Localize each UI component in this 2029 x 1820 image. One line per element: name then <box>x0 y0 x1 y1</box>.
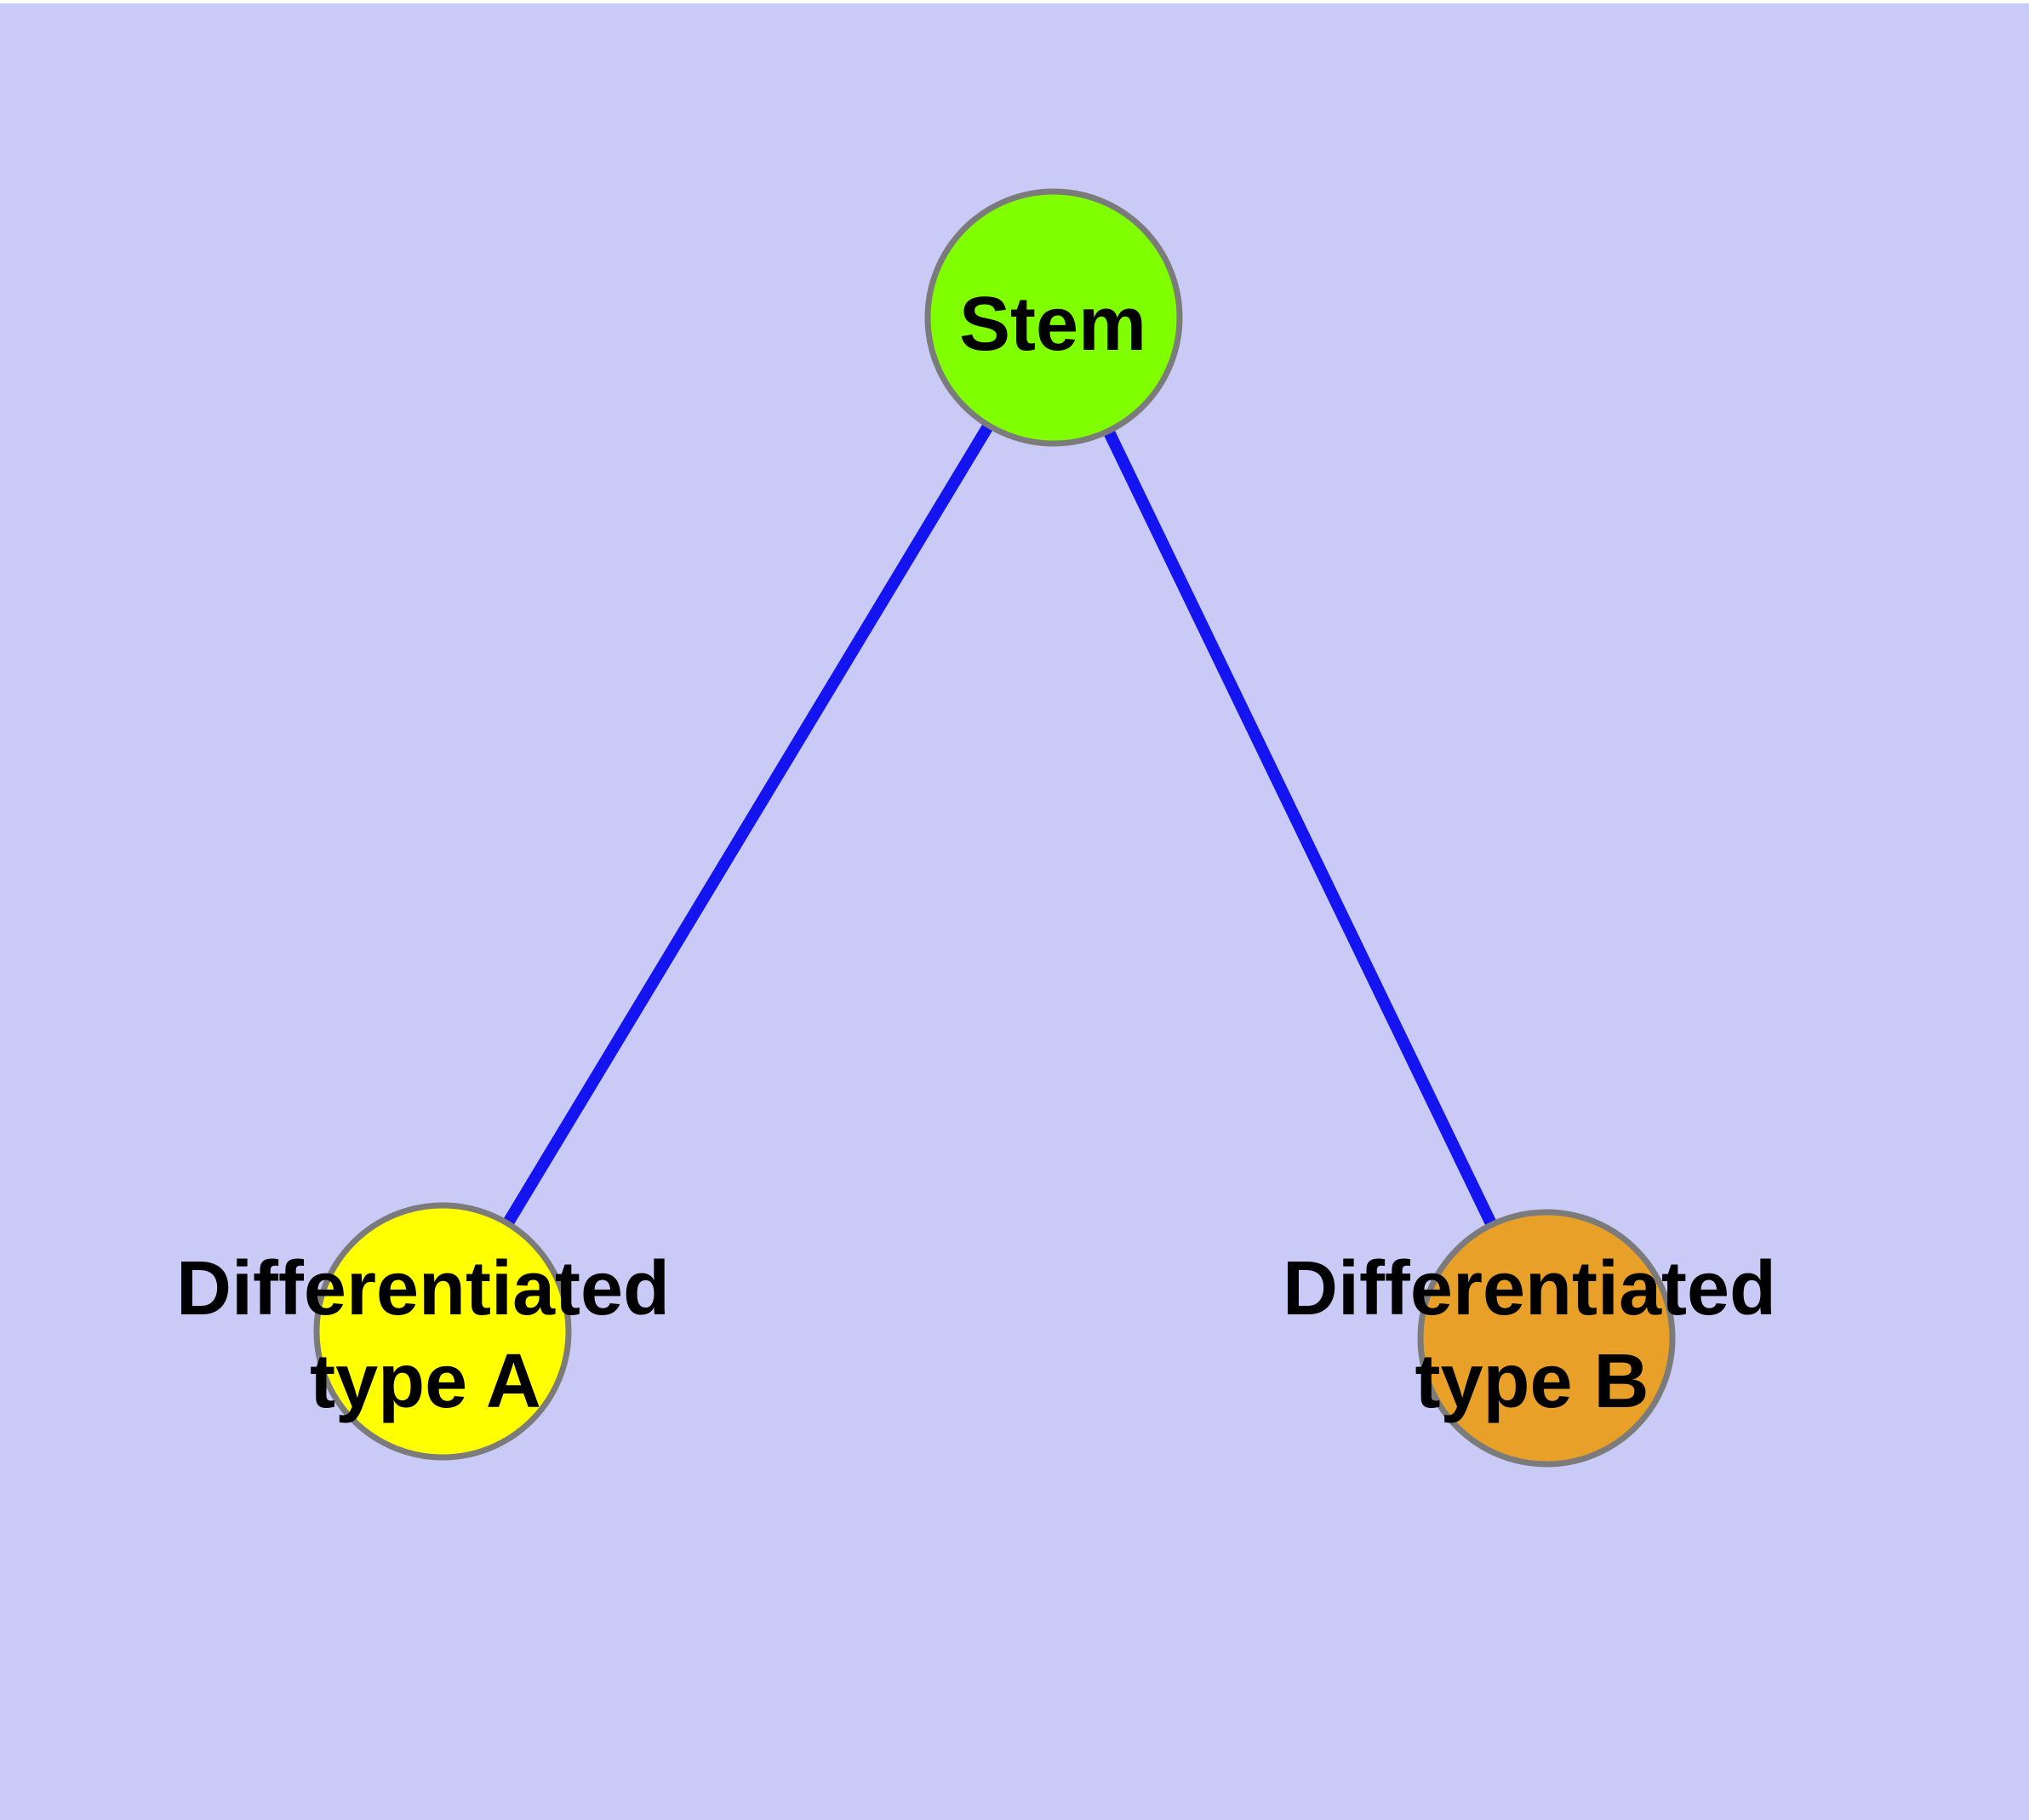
node-type-a-label-line2: type A <box>310 1339 541 1424</box>
node-type-a-circle <box>313 1202 572 1461</box>
node-type-b-label-line1: Differentiated <box>1283 1246 1776 1331</box>
node-type-a-label-line1: Differentiated <box>176 1246 670 1331</box>
node-stem: Stem <box>924 188 1183 447</box>
edge-stem-to-type-a <box>437 314 1059 1335</box>
node-type-b: Differentiated type B <box>1283 1209 1776 1468</box>
node-stem-label: Stem <box>959 282 1146 367</box>
node-type-b-label-line2: type B <box>1415 1339 1649 1424</box>
edge-stem-to-type-b <box>1048 314 1552 1342</box>
top-page-margin <box>0 0 2029 3</box>
node-type-b-circle <box>1417 1209 1676 1468</box>
node-stem-circle <box>924 188 1183 447</box>
node-type-a: Differentiated type A <box>176 1202 670 1461</box>
